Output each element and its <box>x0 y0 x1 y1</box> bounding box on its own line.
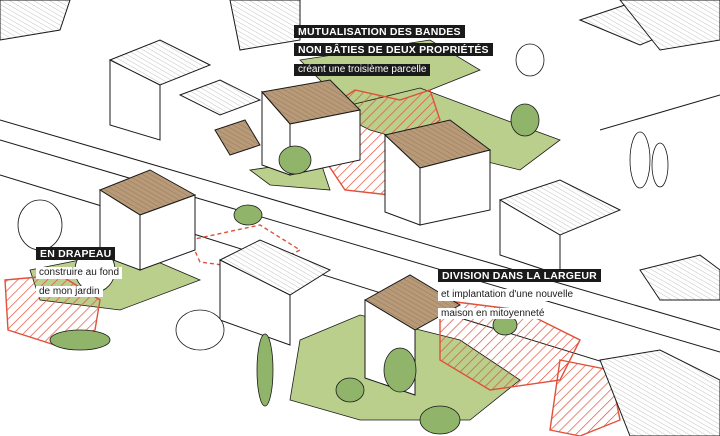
annotation-largeur-line-2: et implantation d'une nouvelle <box>438 289 577 301</box>
annotation-drapeau-title: EN DRAPEAU <box>36 247 116 261</box>
houses-brown <box>98 79 492 396</box>
annotation-mutualisation: MUTUALISATION DES BANDES NON BÂTIES DE D… <box>294 22 493 77</box>
annotation-drapeau: EN DRAPEAU construire au fond de mon jar… <box>36 244 123 299</box>
annotation-mutualisation-title-2: NON BÂTIES DE DEUX PROPRIÉTÉS <box>294 43 493 57</box>
annotation-largeur: DIVISION DANS LA LARGEUR et implantation… <box>438 266 601 321</box>
annotation-mutualisation-title-1: MUTUALISATION DES BANDES <box>294 25 465 39</box>
annotation-drapeau-line-3: de mon jardin <box>36 285 103 298</box>
annotation-largeur-line-3: maison en mitoyenneté <box>438 307 548 320</box>
annotation-drapeau-line-2: construire au fond <box>36 267 123 279</box>
trees <box>49 103 540 435</box>
annotation-mutualisation-subtitle: créant une troisième parcelle <box>294 63 431 77</box>
annotation-largeur-title: DIVISION DANS LA LARGEUR <box>438 269 601 283</box>
